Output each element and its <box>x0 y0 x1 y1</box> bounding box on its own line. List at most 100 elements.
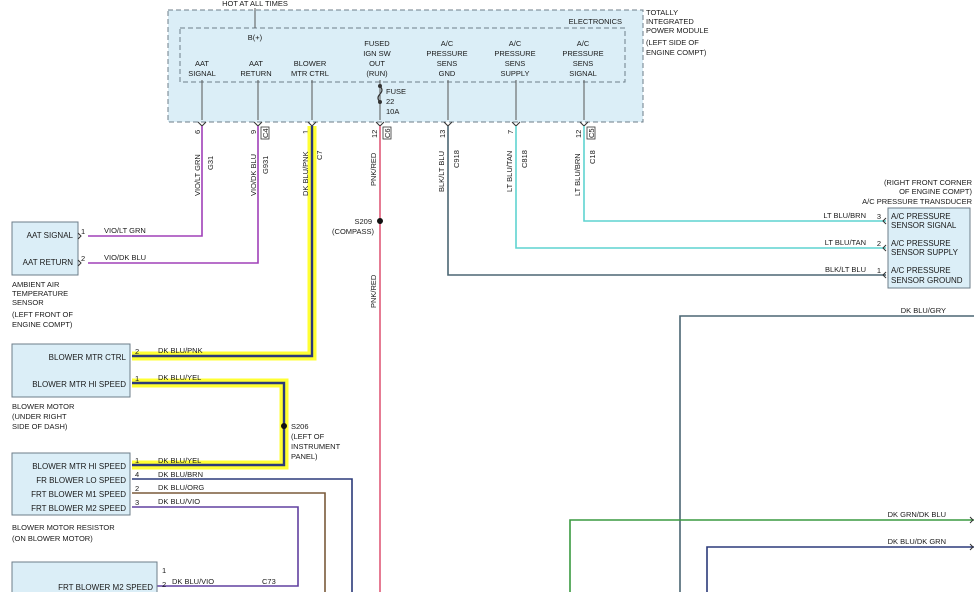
connector-id: C6 <box>383 128 392 138</box>
connector-label: C73 <box>262 577 276 586</box>
connector-id-box <box>382 126 392 140</box>
fuse-label: FUSE <box>386 87 406 96</box>
module-pin-label-fused-ign: OUT <box>369 59 385 68</box>
blower-desc: (UNDER RIGHT <box>12 412 67 421</box>
blower-pin-label: BLOWER MTR CTRL <box>49 353 127 362</box>
connector-chevron <box>579 121 589 127</box>
transducer-desc: A/C PRESSURE TRANSDUCER <box>862 197 972 206</box>
highlight-blower-ctrl <box>132 126 317 361</box>
blower-motor-resistor: BLOWER MTR HI SPEED FR BLOWER LO SPEED F… <box>11 452 204 543</box>
module-description: TOTALLY INTEGRATED POWER MODULE (LEFT SI… <box>646 8 709 57</box>
pin-number: 1 <box>81 227 85 236</box>
wire-label: DK BLU/YEL <box>158 456 201 465</box>
pin-number: 13 <box>438 130 447 138</box>
blower-motor: BLOWER MTR CTRL BLOWER MTR HI SPEED 2 1 … <box>11 343 203 431</box>
resistor-pin-label: FRT BLOWER M1 SPEED <box>31 490 126 499</box>
wire-label: LT BLU/TAN <box>825 238 866 247</box>
module-pin-label-fused-ign: (RUN) <box>366 69 388 78</box>
pin-number: 2 <box>135 347 139 356</box>
pin-number: 2 <box>877 239 881 248</box>
transducer-pin-label: A/C PRESSURE <box>891 239 951 248</box>
wire-label: DK BLU/PNK <box>158 346 203 355</box>
resistor-desc: BLOWER MOTOR RESISTOR <box>12 523 115 532</box>
ac-pressure-transducer: (RIGHT FRONT CORNER OF ENGINE COMPT) A/C… <box>823 178 973 289</box>
wire-label: LT BLU/TAN <box>505 151 514 192</box>
connector-chevron <box>253 121 263 127</box>
aat-desc: TEMPERATURE <box>12 289 68 298</box>
wire-dk-blu-yel <box>132 381 286 467</box>
connector-chevron <box>882 244 887 252</box>
wire-label: DK BLU/BRN <box>158 470 203 479</box>
wire-dk-blu-vio <box>132 506 299 587</box>
wire-label: DK BLU/DK GRN <box>888 537 946 546</box>
wire-lt-blu-brn <box>583 126 886 222</box>
connector-id: C5 <box>587 128 596 138</box>
b-plus-label: B(+) <box>248 33 263 42</box>
splice-s206-id: S206 <box>291 422 309 431</box>
connector-chevron <box>882 271 887 279</box>
transducer-pin-label: SENSOR SIGNAL <box>891 221 957 230</box>
pin-number: 2 <box>162 580 166 589</box>
aat-return-label: AAT RETURN <box>23 258 74 267</box>
wire-dk-blu-dk-grn <box>706 546 974 592</box>
module-pin-label-ac-signal: SIGNAL <box>569 69 597 78</box>
connector-id-box <box>586 126 596 140</box>
connector-chevron <box>969 516 974 524</box>
wire-label: DK BLU/GRY <box>901 306 946 315</box>
pin-number: 4 <box>135 470 139 479</box>
splice-s206-dot <box>281 423 287 429</box>
wire-label: LT BLU/BRN <box>573 153 582 196</box>
resistor-desc: (ON BLOWER MOTOR) <box>12 534 93 543</box>
module-pin-label-ac-supply: PRESSURE <box>494 49 535 58</box>
power-module <box>167 9 644 123</box>
connector-chevron <box>375 121 385 127</box>
fuse-rating: 10A <box>386 107 399 116</box>
module-desc-line: TOTALLY <box>646 8 678 17</box>
connector-chevron <box>969 543 974 551</box>
transducer-pin-label: SENSOR GROUND <box>891 276 963 285</box>
bottom-component-box <box>11 561 158 592</box>
vertical-wire-labels: VIO/LT GRN G31 VIO/DK BLU G931 DK BLU/PN… <box>193 150 597 308</box>
splice-s206-desc: (LEFT OF <box>291 432 325 441</box>
connector-chevron <box>443 121 453 127</box>
module-pin-label-aat-return: RETURN <box>240 69 271 78</box>
pin-number: 7 <box>506 130 515 134</box>
blower-desc: BLOWER MOTOR <box>12 402 75 411</box>
module-pin-label-ac-signal: A/C <box>577 39 590 48</box>
connector-label: G931 <box>261 156 270 174</box>
pin-number: 12 <box>370 130 379 138</box>
fuse-22: FUSE 22 10A <box>377 84 406 116</box>
module-pin-label-ac-signal: SENS <box>573 59 593 68</box>
wire-dk-blu-pnk <box>132 126 314 358</box>
blower-pin-label: BLOWER MTR HI SPEED <box>32 380 126 389</box>
wire-label: DK BLU/VIO <box>158 497 200 506</box>
pin-number: 3 <box>877 212 881 221</box>
module-pin-labels: AAT SIGNAL AAT RETURN BLOWER MTR CTRL FU… <box>188 39 603 78</box>
pin-number: 1 <box>877 266 881 275</box>
module-pin-label-ac-supply: SENS <box>505 59 525 68</box>
module-pin-label-ac-supply: SUPPLY <box>500 69 529 78</box>
wire-label: BLK/LT BLU <box>437 151 446 192</box>
connector-label: G31 <box>206 156 215 170</box>
connector-label: C7 <box>315 150 324 160</box>
transducer-box <box>887 207 971 289</box>
connector-id: C4 <box>261 128 270 138</box>
connector-label: C818 <box>520 150 529 168</box>
connector-id-box <box>260 126 270 140</box>
module-desc-line: (LEFT SIDE OF <box>646 38 699 47</box>
wire-blk-lt-blu <box>447 126 886 276</box>
splice-s206-desc: INSTRUMENT <box>291 442 341 451</box>
fuse-symbol <box>377 85 383 103</box>
fuse-terminal <box>378 100 382 104</box>
aat-desc: AMBIENT AIR <box>12 280 60 289</box>
wire-label: DK BLU/YEL <box>158 373 201 382</box>
pin-number: 1 <box>301 130 310 134</box>
connector-label: C18 <box>588 150 597 164</box>
connector-chevron <box>77 259 82 267</box>
wire-dk-blu-brn <box>132 478 353 592</box>
module-pin-label-ac-gnd: GND <box>439 69 456 78</box>
module-pin-label-fused-ign: IGN SW <box>363 49 391 58</box>
aat-desc: ENGINE COMPT) <box>12 320 73 329</box>
power-module-outline <box>167 9 644 123</box>
wire-label: DK GRN/DK BLU <box>888 510 946 519</box>
